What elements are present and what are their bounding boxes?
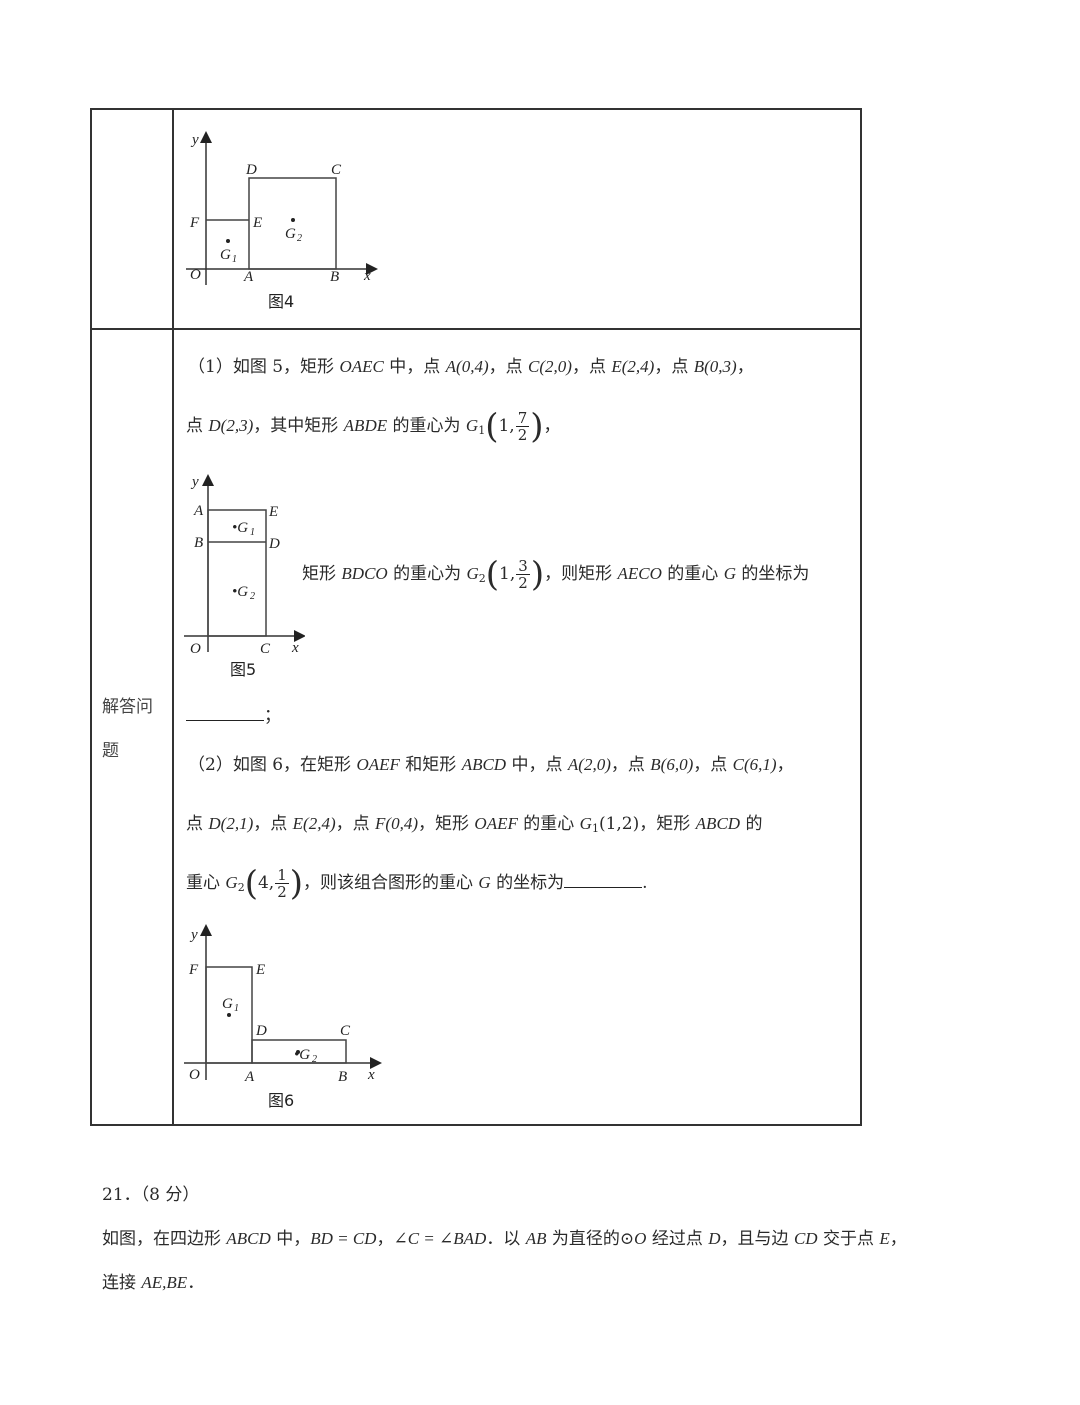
fig5-label-g1: •G: [232, 520, 248, 536]
fig6-label-o: O: [189, 1067, 200, 1083]
fig5-label-g2: •G: [232, 584, 248, 600]
fig4-label-e: E: [252, 215, 262, 231]
fig5-label-o: O: [190, 641, 201, 657]
part1-answer: ；: [186, 704, 281, 727]
fig6-label-y: y: [189, 927, 198, 943]
fig5-label-a: A: [193, 503, 204, 519]
fig4-label-x: x: [363, 268, 371, 284]
svg-text:1: 1: [232, 254, 237, 265]
fig4-label-g1: G: [220, 247, 231, 263]
figure-4-diagram: y x O A B C D E F G 1 G 2 图4: [186, 131, 378, 311]
part2-line2: 点 D(2,1)，点 E(2,4)，点 F(0,4)，矩形 OAEF 的重心 G…: [186, 814, 763, 835]
fig4-label-g2: G: [285, 226, 296, 242]
svg-text:2: 2: [250, 591, 255, 602]
fig4-label-a: A: [243, 269, 254, 285]
part2-line1: （2）如图 6，在矩形 OAEF 和矩形 ABCD 中，点 A(2,0)，点 B…: [188, 755, 794, 775]
fig4-label-y: y: [190, 132, 199, 148]
fig6-label-e: E: [255, 962, 265, 978]
part1-answer-blank[interactable]: [186, 704, 264, 721]
question-21-line1: 如图，在四边形 ABCD 中，BD = CD，∠C = ∠BAD．以 AB 为直…: [102, 1229, 907, 1249]
fig4-label-d: D: [245, 162, 257, 178]
fig6-label-g2: •G: [294, 1047, 310, 1063]
figure-5-diagram: y x O C A B E D •G 1 •G 2 图5: [184, 474, 305, 679]
part2-answer-blank[interactable]: [564, 871, 643, 888]
fig4-label-b: B: [330, 269, 339, 285]
svg-text:2: 2: [312, 1054, 317, 1065]
fig5-label-e: E: [268, 504, 278, 520]
answer-table: [90, 108, 862, 1126]
fig5-label-y: y: [190, 474, 199, 490]
fig5-label-d: D: [268, 536, 280, 552]
fig6-label-b: B: [338, 1069, 347, 1085]
question-21-line2: 连接 AE,BE．: [102, 1273, 205, 1293]
question-21-header: 21．（8 分）: [102, 1185, 200, 1205]
part1-line1: （1）如图 5，矩形 OAEC 中，点 A(0,4)，点 C(2,0)，点 E(…: [188, 357, 754, 377]
fig4-label-c: C: [331, 162, 342, 178]
fig6-label-a: A: [244, 1069, 255, 1085]
row-label-line2: 题: [102, 741, 119, 761]
figure-6-diagram: y x O A B C D E F G 1 •G 2 图6: [184, 924, 382, 1110]
fig5-label-b: B: [194, 535, 203, 551]
table-row-divider: [90, 328, 862, 330]
fig6-label-x: x: [367, 1067, 375, 1083]
svg-text:1: 1: [250, 527, 255, 538]
row-label-line1: 解答问: [102, 697, 153, 717]
svg-text:1: 1: [234, 1003, 239, 1014]
fig5-label-c: C: [260, 641, 271, 657]
fig5-label-x: x: [291, 640, 299, 656]
fig4-caption: 图4: [268, 292, 294, 311]
fig4-label-f: F: [189, 215, 200, 231]
fig6-label-f: F: [188, 962, 199, 978]
svg-text:2: 2: [297, 233, 302, 244]
fig6-label-d: D: [255, 1023, 267, 1039]
fig4-label-o: O: [190, 267, 201, 283]
fig6-label-c: C: [340, 1023, 351, 1039]
fig6-label-g1: G: [222, 996, 233, 1012]
fig6-caption: 图6: [268, 1091, 294, 1110]
fig5-caption: 图5: [230, 660, 256, 679]
table-column-divider: [172, 108, 174, 1126]
